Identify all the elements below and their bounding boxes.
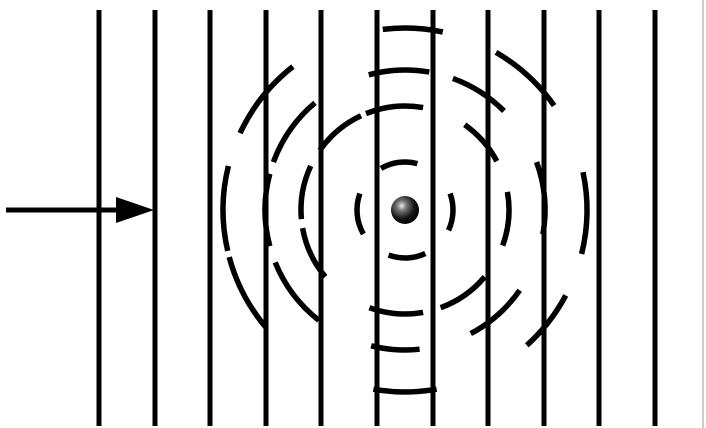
scattered-wave-arc — [441, 277, 485, 308]
scattered-wave-arc — [465, 125, 497, 161]
scattered-wave-arc — [369, 308, 423, 314]
scattered-wave-arc — [503, 192, 509, 246]
scattered-wave-arc — [369, 70, 430, 75]
incident-direction-arrow — [6, 197, 154, 223]
scattered-wave-arc — [383, 28, 443, 32]
scattered-wave-arc — [223, 166, 228, 251]
scattered-wave-arc — [275, 262, 319, 320]
scattered-wave-arc — [273, 103, 315, 162]
scattered-wave-arc — [301, 166, 311, 219]
scattered-wave-arc — [265, 174, 270, 246]
scattered-wave-arc — [229, 257, 265, 327]
scattered-wave-arc — [357, 194, 363, 234]
scattered-wave-arc — [389, 254, 426, 258]
scattered-wave-arc — [381, 162, 417, 168]
scattered-wave-arc — [373, 389, 436, 392]
scattered-wave-arc — [449, 194, 453, 231]
scattered-wave-arc — [582, 172, 587, 254]
scattered-wave-arc — [453, 78, 504, 111]
scattered-wave-arc — [371, 346, 420, 350]
scattered-wave-arc — [471, 290, 520, 333]
arrowhead — [116, 197, 154, 223]
scattered-wave-arc — [320, 116, 361, 151]
scatterer-sphere — [391, 196, 419, 224]
